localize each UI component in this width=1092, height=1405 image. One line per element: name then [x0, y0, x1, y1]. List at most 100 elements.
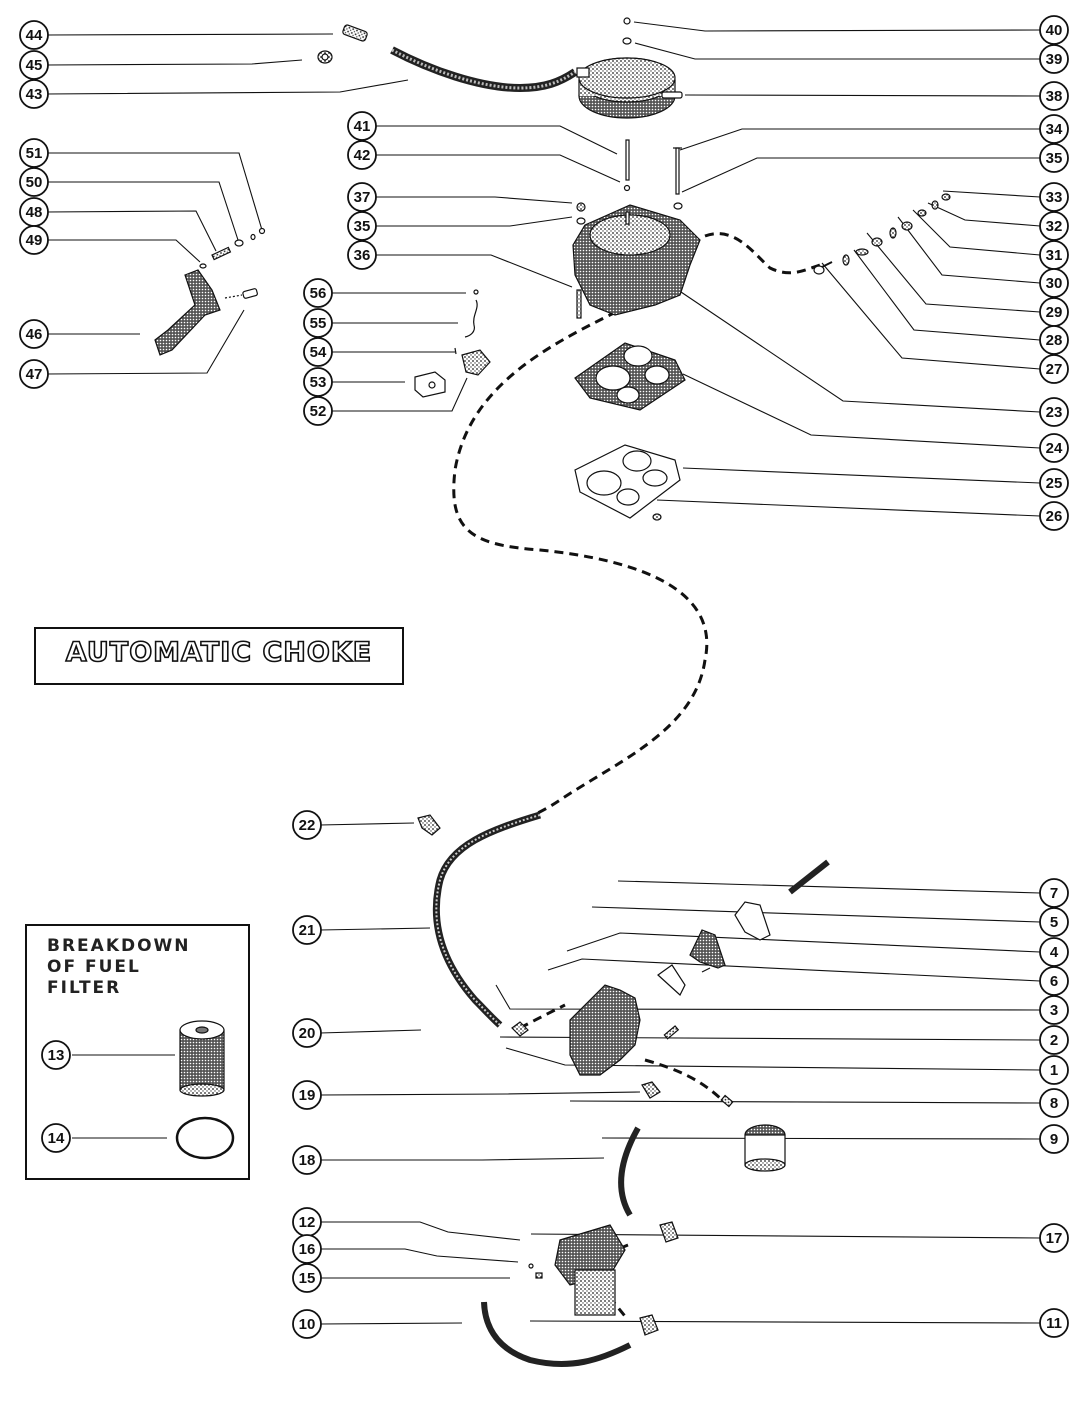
automatic-choke-title-box: AUTOMATIC CHOKE [34, 627, 404, 685]
leader-40 [633, 21, 1041, 32]
callout-number: 38 [1046, 88, 1063, 105]
callout-53: 53 [303, 367, 333, 397]
dashed-pump-to-fitting8 [644, 1058, 722, 1100]
callout-20: 20 [292, 1018, 322, 1048]
callout-3: 3 [1039, 995, 1069, 1025]
leader-30 [897, 216, 1041, 284]
callout-number: 33 [1046, 189, 1063, 206]
callout-number: 53 [310, 374, 327, 391]
part-50-spacer-icon [234, 239, 244, 247]
leader-9 [601, 1137, 1041, 1140]
callout-circle [1039, 354, 1069, 384]
part-47-screw-icon [224, 288, 258, 299]
callout-circle [19, 167, 49, 197]
callout-number: 43 [26, 86, 43, 103]
part-14-seal-ring-icon [175, 1116, 235, 1160]
callout-number: 32 [1046, 218, 1063, 235]
callout-number: 25 [1046, 475, 1063, 492]
part-21-fuel-line-icon [432, 811, 542, 1028]
callout-28: 28 [1039, 325, 1069, 355]
callout-35: 35 [1039, 143, 1069, 173]
callout-circle [19, 50, 49, 80]
part-54-clip-icon [454, 347, 457, 355]
callout-number: 16 [299, 1241, 316, 1258]
part-35-washer-icon [673, 202, 683, 210]
callout-circle [292, 1145, 322, 1175]
part-5-gasket-icon [734, 901, 771, 941]
callout-circle [1039, 81, 1069, 111]
callout-number: 7 [1050, 885, 1058, 902]
part-17-fitting-icon [659, 1221, 679, 1243]
callout-number: 6 [1050, 973, 1058, 990]
leader-34 [679, 128, 1040, 151]
callout-6: 6 [1039, 966, 1069, 996]
leader-28 [853, 249, 1041, 341]
callout-number: 30 [1046, 275, 1063, 292]
callout-13: 13 [41, 1040, 71, 1070]
part-8-fitting-icon [720, 1094, 734, 1108]
leader-32 [927, 202, 1041, 227]
callout-circle [1039, 268, 1069, 298]
part-1-fuel-pump-icon [569, 984, 641, 1076]
callout-52: 52 [303, 396, 333, 426]
leader-43 [45, 79, 409, 95]
callout-number: 5 [1050, 914, 1058, 931]
callout-number: 41 [354, 118, 371, 135]
callout-43: 43 [19, 79, 49, 109]
part-26-nut-icon [652, 513, 662, 521]
callout-51: 51 [19, 138, 49, 168]
callout-49: 49 [19, 225, 49, 255]
callout-circle [19, 79, 49, 109]
part-22-clamp-icon [417, 814, 441, 836]
callout-circle [19, 225, 49, 255]
leader-8 [569, 1100, 1041, 1104]
callout-number: 39 [1046, 51, 1063, 68]
callout-19: 19 [292, 1080, 322, 1110]
callout-10: 10 [292, 1309, 322, 1339]
callout-33: 33 [1039, 182, 1069, 212]
callout-32: 32 [1039, 211, 1069, 241]
part-2-screw-icon [663, 1025, 680, 1040]
leader-47 [45, 309, 245, 375]
callout-number: 37 [354, 189, 371, 206]
callout-number: 36 [354, 247, 371, 264]
callout-46: 46 [19, 319, 49, 349]
leader-24 [682, 373, 1041, 449]
callout-31: 31 [1039, 240, 1069, 270]
part-11-elbow-icon [639, 1314, 659, 1336]
callout-number: 42 [354, 147, 371, 164]
callout-circle [19, 138, 49, 168]
leader-6 [547, 958, 1041, 982]
callout-12: 12 [292, 1207, 322, 1237]
leader-42 [374, 154, 621, 183]
callout-circle [1039, 966, 1069, 996]
callout-number: 14 [48, 1130, 65, 1147]
callout-circle [1039, 433, 1069, 463]
callout-circle [1039, 907, 1069, 937]
leader-44 [45, 33, 334, 36]
callout-number: 51 [26, 145, 43, 162]
callout-39: 39 [1039, 44, 1069, 74]
callout-circle [41, 1040, 71, 1070]
callout-number: 47 [26, 366, 43, 383]
callout-45: 45 [19, 50, 49, 80]
part-40-nut-icon [623, 17, 631, 25]
callout-number: 13 [48, 1047, 65, 1064]
dashed-choke-link [704, 232, 821, 275]
callout-number: 3 [1050, 1002, 1058, 1019]
callout-35: 35 [347, 211, 377, 241]
callout-circle [1039, 44, 1069, 74]
part-49-washer-icon [199, 263, 207, 269]
leader-7 [617, 880, 1041, 894]
callout-circle [347, 211, 377, 241]
leader-49 [46, 239, 201, 263]
part-23-carburetor-icon [572, 204, 701, 316]
part-7-push-rod-icon [788, 859, 830, 895]
callout-circle [1039, 1223, 1069, 1253]
part-56-retainer-icon [473, 289, 479, 295]
callout-circle [1039, 397, 1069, 427]
part-9-sight-glass-icon [744, 1124, 786, 1172]
leader-11 [529, 1320, 1041, 1324]
leader-31 [912, 209, 1041, 256]
part-13-filter-element-icon [179, 1020, 225, 1097]
